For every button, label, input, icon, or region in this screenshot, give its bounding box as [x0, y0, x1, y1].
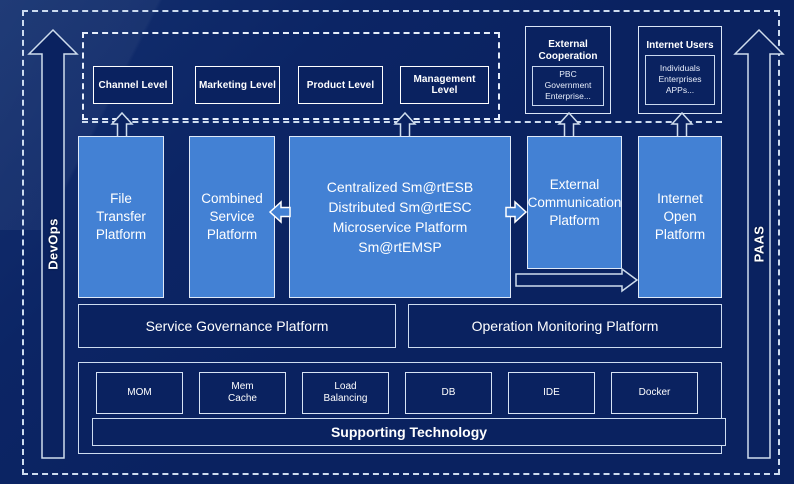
platform-external-communication[interactable]: External Communication Platform: [527, 136, 622, 269]
tech-box-load-balancing[interactable]: Load Balancing: [302, 372, 389, 414]
arrow-center-to-combined-service: [268, 200, 292, 224]
tech-box-mom[interactable]: MOM: [96, 372, 183, 414]
outer-dashed-boundary: [22, 10, 780, 475]
external-cooperation-title: External Cooperation: [538, 38, 598, 62]
devops-label: DevOps: [45, 218, 61, 270]
platform-internet-open[interactable]: Internet Open Platform: [638, 136, 722, 298]
external-group-cooperation[interactable]: External Cooperation PBC Government Ente…: [525, 26, 611, 114]
level-box-marketing[interactable]: Marketing Level: [195, 66, 280, 104]
platform-service-governance[interactable]: Service Governance Platform: [78, 304, 396, 348]
supporting-technology-banner[interactable]: Supporting Technology: [92, 418, 726, 446]
level-box-product[interactable]: Product Level: [298, 66, 383, 104]
platform-combined-service[interactable]: Combined Service Platform: [189, 136, 275, 298]
level-box-channel[interactable]: Channel Level: [93, 66, 173, 104]
devops-arrow: DevOps: [27, 28, 79, 460]
tech-box-mem-cache[interactable]: Mem Cache: [199, 372, 286, 414]
platform-operation-monitoring[interactable]: Operation Monitoring Platform: [408, 304, 722, 348]
platform-file-transfer[interactable]: File Transfer Platform: [78, 136, 164, 298]
external-cooperation-members: PBC Government Enterprise...: [532, 65, 604, 106]
tech-box-db[interactable]: DB: [405, 372, 492, 414]
consumer-levels-zone: [82, 32, 500, 120]
internet-users-title: Internet Users: [646, 39, 714, 51]
tech-box-docker[interactable]: Docker: [611, 372, 698, 414]
paas-arrow: PAAS: [733, 28, 785, 460]
arrow-center-to-internet-open: [515, 267, 639, 293]
level-box-management[interactable]: Management Level: [400, 66, 489, 104]
paas-label: PAAS: [751, 225, 767, 263]
external-group-internet-users[interactable]: Internet Users Individuals Enterprises A…: [638, 26, 722, 114]
arrow-center-to-external-communication: [504, 200, 528, 224]
tech-box-ide[interactable]: IDE: [508, 372, 595, 414]
platform-centralized-esb[interactable]: Centralized Sm@rtESB Distributed Sm@rtES…: [289, 136, 511, 298]
internet-users-members: Individuals Enterprises APPs...: [645, 54, 715, 105]
